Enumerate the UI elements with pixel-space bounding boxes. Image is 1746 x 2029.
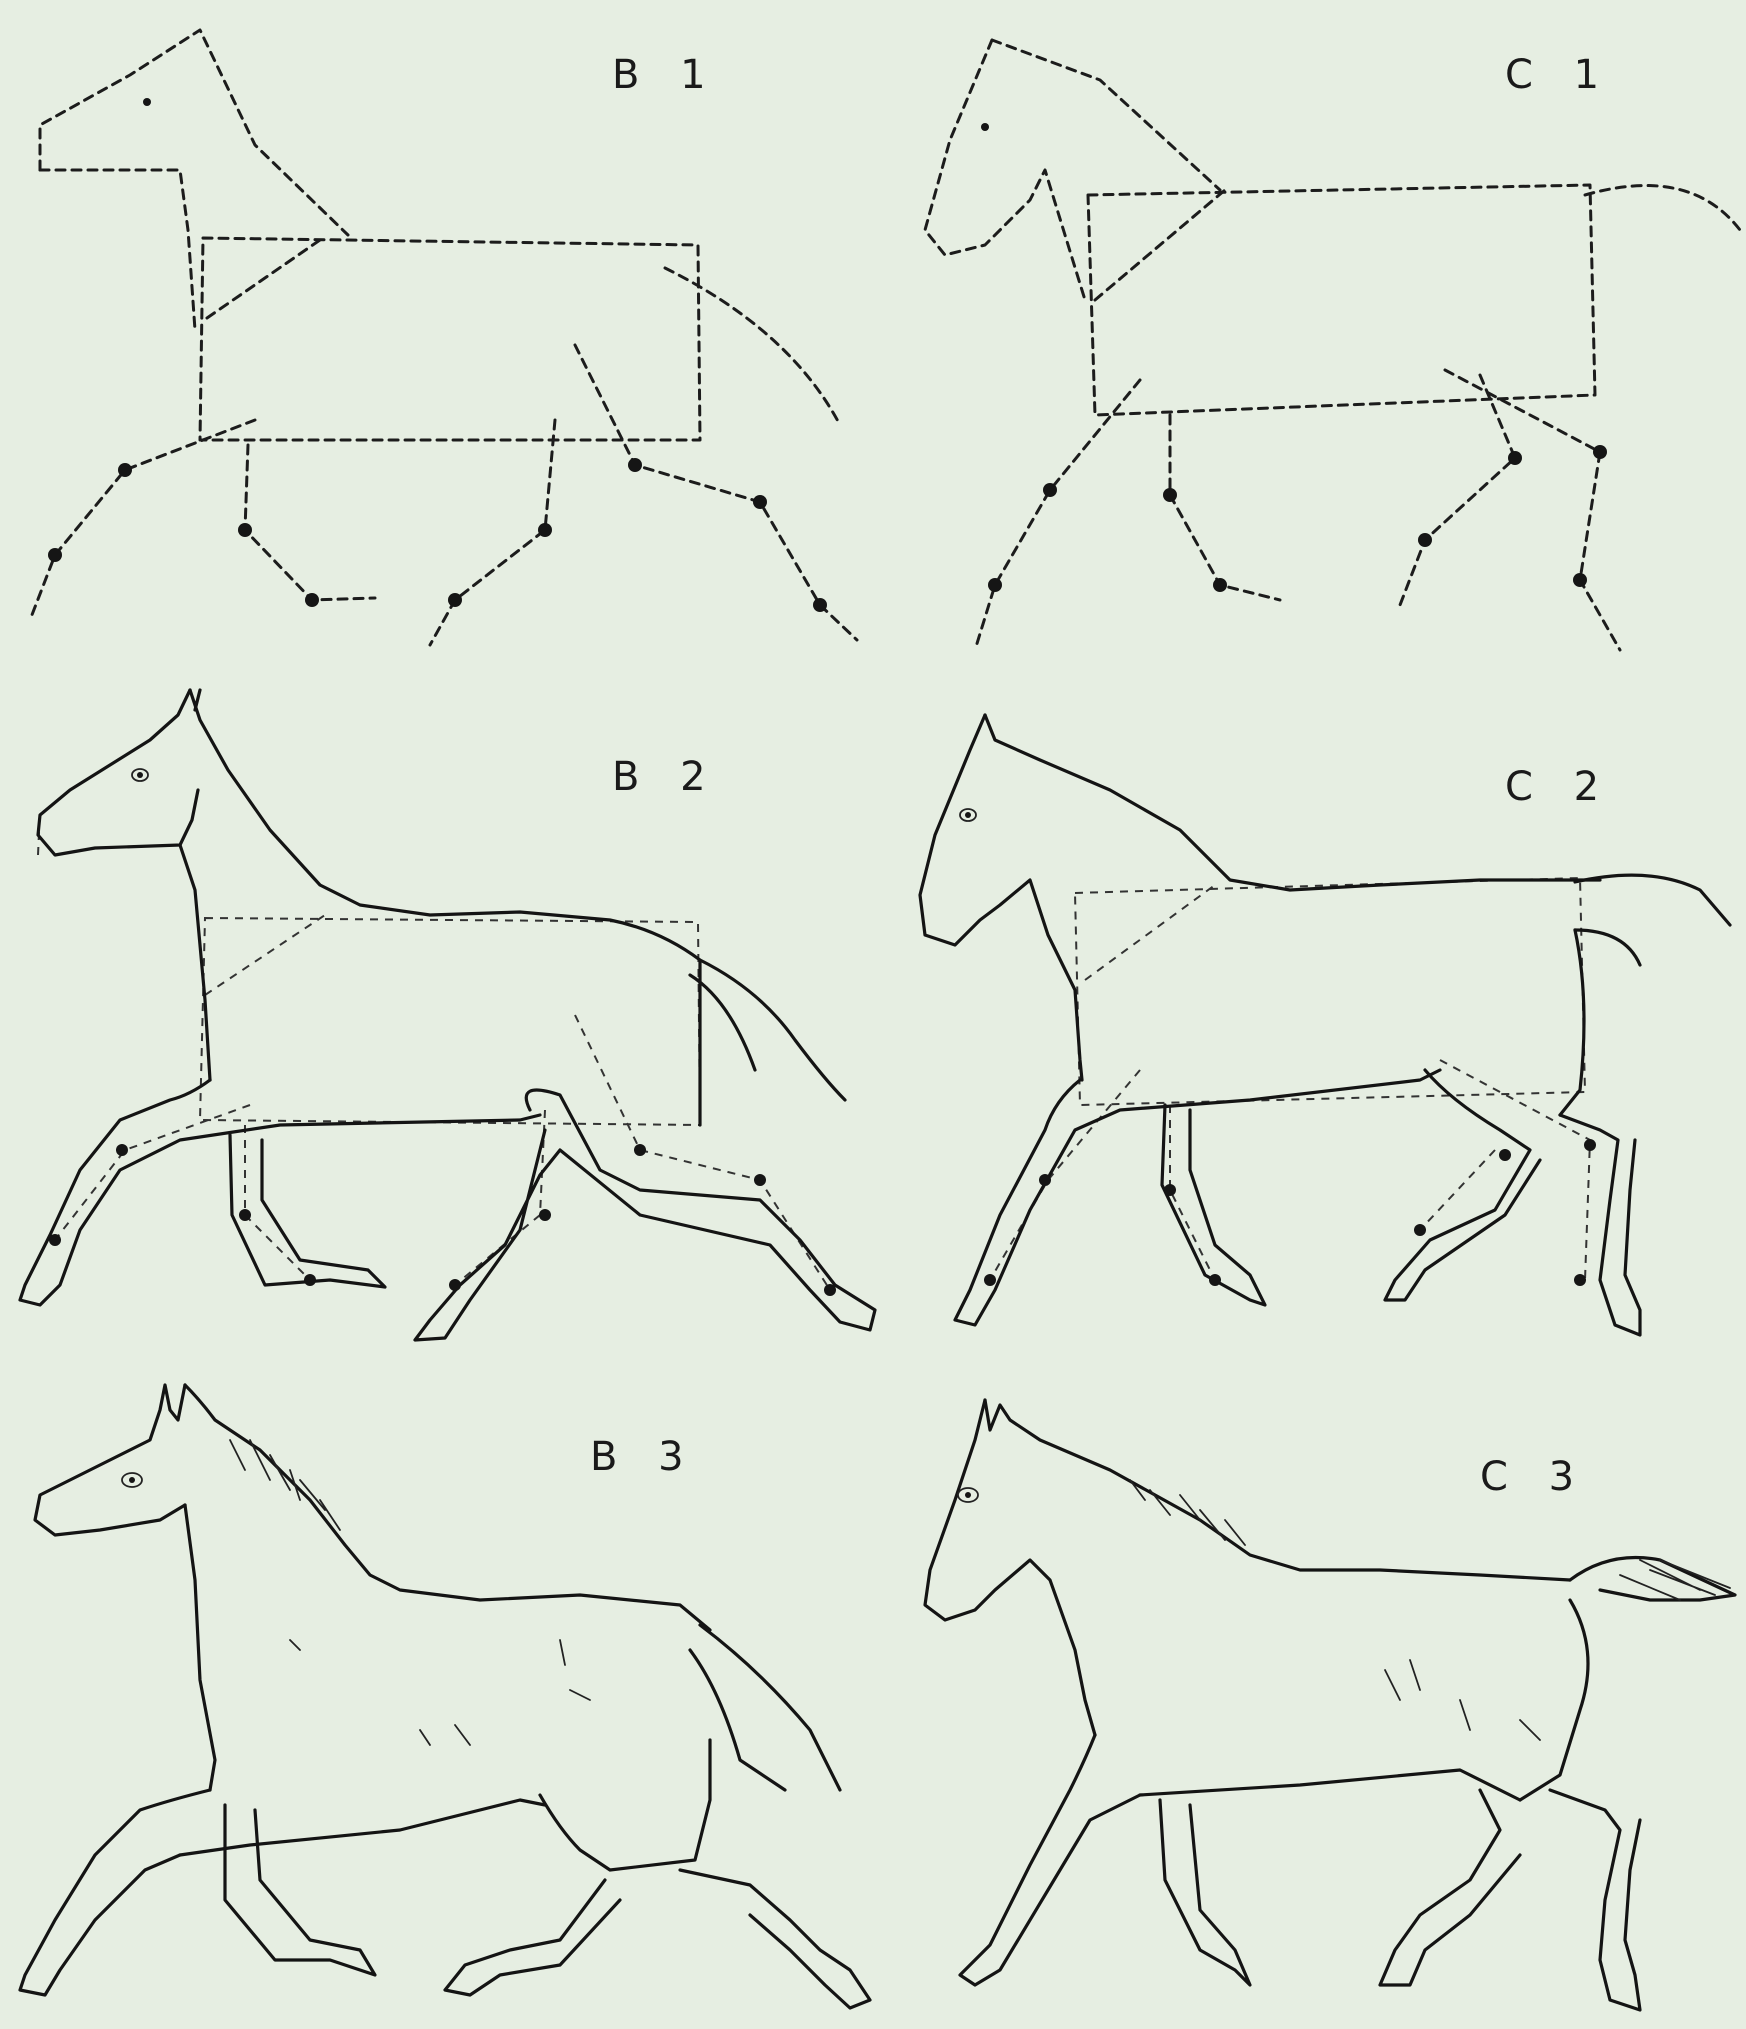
c3-finished-horse [925, 1400, 1735, 2010]
b3-finished-horse [20, 1385, 870, 2008]
panel-b3: B 3 [20, 1385, 870, 2008]
panel-label-b3: B 3 [590, 1434, 698, 1480]
panel-c3: C 3 [925, 1400, 1735, 2010]
panel-label-c1: C 1 [1505, 52, 1613, 98]
b1-skeleton [30, 30, 857, 645]
b2-guide-lines [38, 810, 830, 1290]
panel-b1: B 1 [30, 30, 857, 645]
panel-label-c3: C 3 [1480, 1454, 1588, 1500]
panel-c1: C 1 [925, 40, 1740, 650]
panel-label-b2: B 2 [612, 754, 720, 800]
b2-outline [20, 690, 875, 1340]
panel-c2: C 2 [920, 715, 1730, 1335]
panel-b2: B 2 [20, 690, 875, 1340]
panel-label-c2: C 2 [1505, 764, 1613, 810]
c1-skeleton [925, 40, 1740, 650]
panel-label-b1: B 1 [612, 52, 720, 98]
